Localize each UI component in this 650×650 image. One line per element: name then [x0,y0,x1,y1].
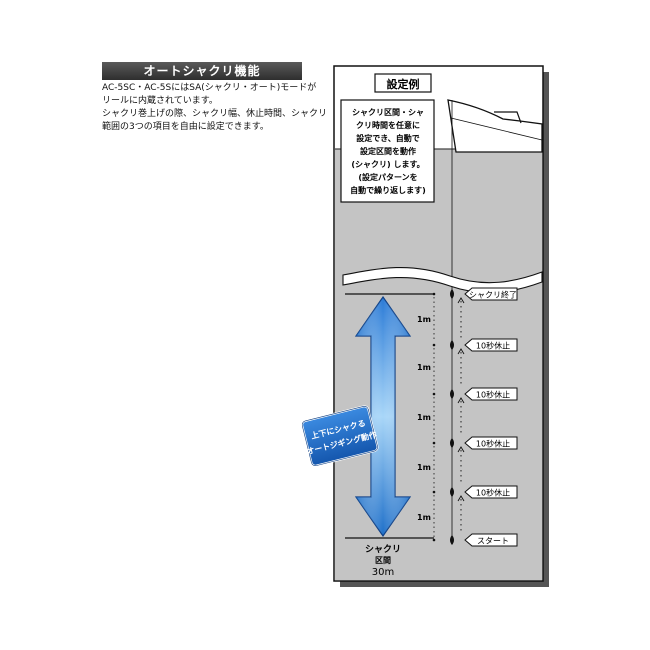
up-down-arrow-icon [354,295,412,538]
interval-tick [432,292,436,296]
note-line: 設定でき、自動で [356,133,419,143]
interval-labels: 1m 1m 1m 1m 1m [417,315,431,522]
jig-arrow-icon [457,397,465,404]
interval-tick [432,538,436,542]
interval-label: 1m [417,363,431,372]
step-tag-label: スタート [477,537,509,546]
interval-label: 1m [417,513,431,522]
sinker-marker [450,535,454,545]
note-line: 自動で繰り返します) [350,185,426,195]
step-tag-pause: 10秒休止 [464,436,518,450]
step-tag-label: 10秒休止 [476,488,510,498]
note-box [340,99,435,203]
depth-break [342,266,543,294]
jig-arrow-icon [457,446,465,453]
step-tag-pause: 10秒休止 [464,338,518,352]
sinker-marker [450,487,454,497]
step-markers [432,289,465,545]
auto-jigging-badge: 上下にシャクる オートジギング動作 [301,405,379,467]
step-tag-pause: 10秒休止 [464,387,518,401]
sinker-marker [450,389,454,399]
panel-title: 設定例 [387,77,420,91]
description-line: シャクリ巻上げの際、シャクリ幅、休止時間、シャクリ [102,109,328,119]
description: AC-5SC・AC-5SにはSA(シャクリ・オート)モードが リールに内蔵されて… [102,82,328,134]
jig-arrow-icon [457,297,465,304]
description-line: リールに内蔵されています。 [102,96,218,106]
sinker-marker [450,438,454,448]
note-line: (設定パターンを [358,172,417,182]
description-line: 範囲の3つの項目を自由に設定できます。 [102,122,269,132]
range-label-line3: 30m [372,567,394,578]
note-line: (シャクリ) します。 [351,159,424,169]
boat-icon [447,99,543,153]
water-area [335,149,542,580]
jig-arrow-icon [457,348,465,355]
jig-arrow-icon [457,495,465,502]
range-label-line2: 区間 [375,556,391,565]
section-title: オートシャクリ機能 [143,64,261,78]
note-line: クリ時間を任意に [356,120,420,130]
interval-label: 1m [417,413,431,422]
range-label: シャクリ 区間 30m [365,544,401,578]
note-line: 設定区間を動作 [360,146,416,156]
step-tag-label: 10秒休止 [476,439,510,449]
range-label-line1: シャクリ [365,544,401,555]
interval-tick [432,343,436,347]
interval-tick [432,441,436,445]
sinker-marker [450,289,454,299]
panel-title-box [374,73,432,93]
step-tags: シャクリ終了 10秒休止 10秒休止 10秒休止 10秒休止 スタート [464,287,518,547]
section-header: オートシャクリ機能 [102,62,302,80]
step-tag-label: 10秒休止 [476,341,510,351]
interval-tick [432,490,436,494]
step-tag-end: シャクリ終了 [464,287,518,301]
step-tag-label: 10秒休止 [476,390,510,400]
interval-label: 1m [417,315,431,324]
step-tag-pause: 10秒休止 [464,485,518,499]
description-line: AC-5SC・AC-5SにはSA(シャクリ・オート)モードが [102,83,317,93]
step-tag-start: スタート [464,533,518,547]
note-line: シャクリ区間・シャ [352,107,424,117]
step-tag-label: シャクリ終了 [469,290,517,300]
note-text: シャクリ区間・シャ クリ時間を任意に 設定でき、自動で 設定区間を動作 (シャク… [350,107,426,195]
interval-tick [432,392,436,396]
sinker-marker [450,340,454,350]
interval-label: 1m [417,463,431,472]
